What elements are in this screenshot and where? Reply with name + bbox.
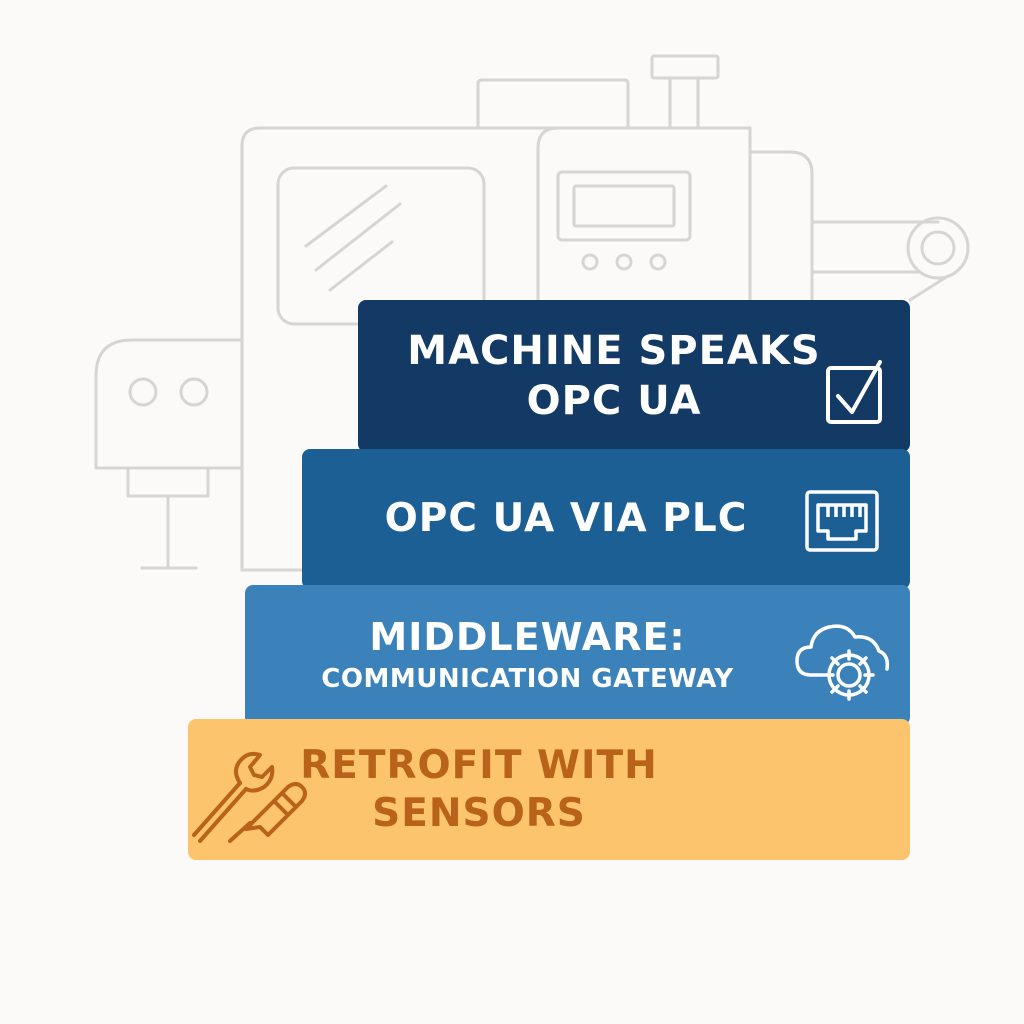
wrench-sensor-icon bbox=[192, 751, 307, 843]
tier-sublabel: COMMUNICATION GATEWAY bbox=[321, 664, 734, 694]
ethernet-port-icon bbox=[805, 490, 879, 552]
tier-retrofit-with-sensors: RETROFIT WITH SENSORS bbox=[188, 719, 910, 860]
cloud-gear-icon bbox=[795, 624, 890, 701]
tier-label: RETROFIT WITH SENSORS bbox=[300, 742, 658, 836]
tier-label-group: MIDDLEWARE: COMMUNICATION GATEWAY bbox=[321, 613, 733, 697]
tier-opc-ua-via-plc: OPC UA VIA PLC bbox=[302, 449, 910, 589]
tier-machine-speaks-opc-ua: MACHINE SPEAKS OPC UA bbox=[358, 300, 910, 452]
tier-label: MACHINE SPEAKS OPC UA bbox=[407, 328, 821, 424]
tier-label: OPC UA VIA PLC bbox=[384, 496, 748, 541]
tier-middleware-gateway: MIDDLEWARE: COMMUNICATION GATEWAY bbox=[245, 585, 910, 725]
tier-label: MIDDLEWARE: bbox=[369, 615, 686, 659]
checkbox-icon bbox=[826, 360, 882, 424]
